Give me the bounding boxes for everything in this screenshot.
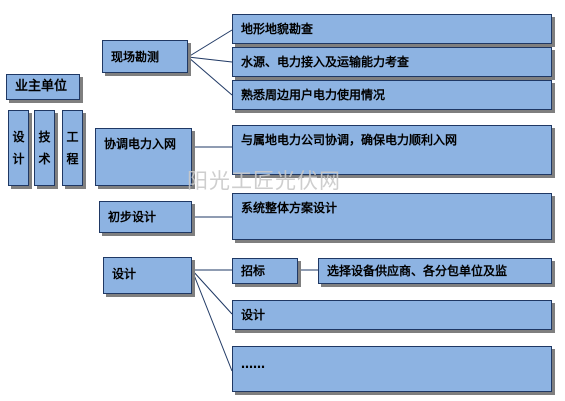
owner-unit-box: 业主单位	[6, 74, 80, 100]
design-column-char-1: 设	[12, 130, 25, 144]
design-item-bidding-label: 招标	[241, 264, 266, 278]
engineering-column-char-1: 工	[66, 130, 79, 144]
preliminary-item-system-design-label: 系统整体方案设计	[241, 201, 338, 215]
survey-item-terrain-label: 地形地貌勘查	[241, 22, 314, 36]
survey-item-terrain: 地形地貌勘查	[232, 14, 552, 44]
design-column-char-2: 计	[12, 152, 25, 166]
design-column: 设 计	[8, 110, 29, 186]
design-item-design: 设计	[232, 300, 552, 330]
survey-item-user-power: 熟悉周边用户电力使用情况	[232, 80, 552, 110]
stage-design-label: 设计	[112, 267, 137, 281]
technical-column-char-1: 技	[38, 130, 51, 144]
technical-column-char-2: 术	[38, 152, 51, 166]
design-item-ellipsis-label: ……	[241, 357, 265, 371]
design-item-ellipsis: ……	[232, 346, 552, 392]
stage-preliminary-design-label: 初步设计	[108, 210, 157, 224]
watermark-text: 阳光工匠光伏网	[187, 169, 341, 193]
preliminary-item-system-design: 系统整体方案设计	[232, 193, 552, 240]
technical-column: 技 术	[34, 110, 55, 186]
design-item-bidding: 招标	[232, 258, 298, 284]
design-item-select-suppliers-label: 选择设备供应商、各分包单位及监	[327, 264, 508, 278]
survey-item-water-power: 水源、电力接入及运输能力考查	[232, 47, 552, 77]
engineering-column: 工 程	[62, 110, 83, 186]
design-item-select-suppliers: 选择设备供应商、各分包单位及监	[318, 258, 552, 284]
stage-site-survey: 现场勘测	[102, 40, 188, 73]
stage-site-survey-label: 现场勘测	[111, 50, 160, 64]
survey-item-water-power-label: 水源、电力接入及运输能力考查	[241, 55, 410, 69]
grid-item-coordinate: 与属地电力公司协调，确保电力顺利入网	[232, 125, 552, 175]
stage-preliminary-design: 初步设计	[99, 201, 192, 233]
stage-design: 设计	[103, 257, 192, 294]
design-item-design-label: 设计	[241, 308, 266, 322]
survey-item-user-power-label: 熟悉周边用户电力使用情况	[241, 88, 386, 102]
engineering-column-char-2: 程	[66, 152, 79, 166]
stage-grid-coordination: 协调电力入网	[95, 128, 192, 186]
grid-item-coordinate-label: 与属地电力公司协调，确保电力顺利入网	[241, 133, 458, 147]
owner-unit-label: 业主单位	[15, 79, 68, 94]
stage-grid-coordination-label: 协调电力入网	[104, 137, 177, 151]
